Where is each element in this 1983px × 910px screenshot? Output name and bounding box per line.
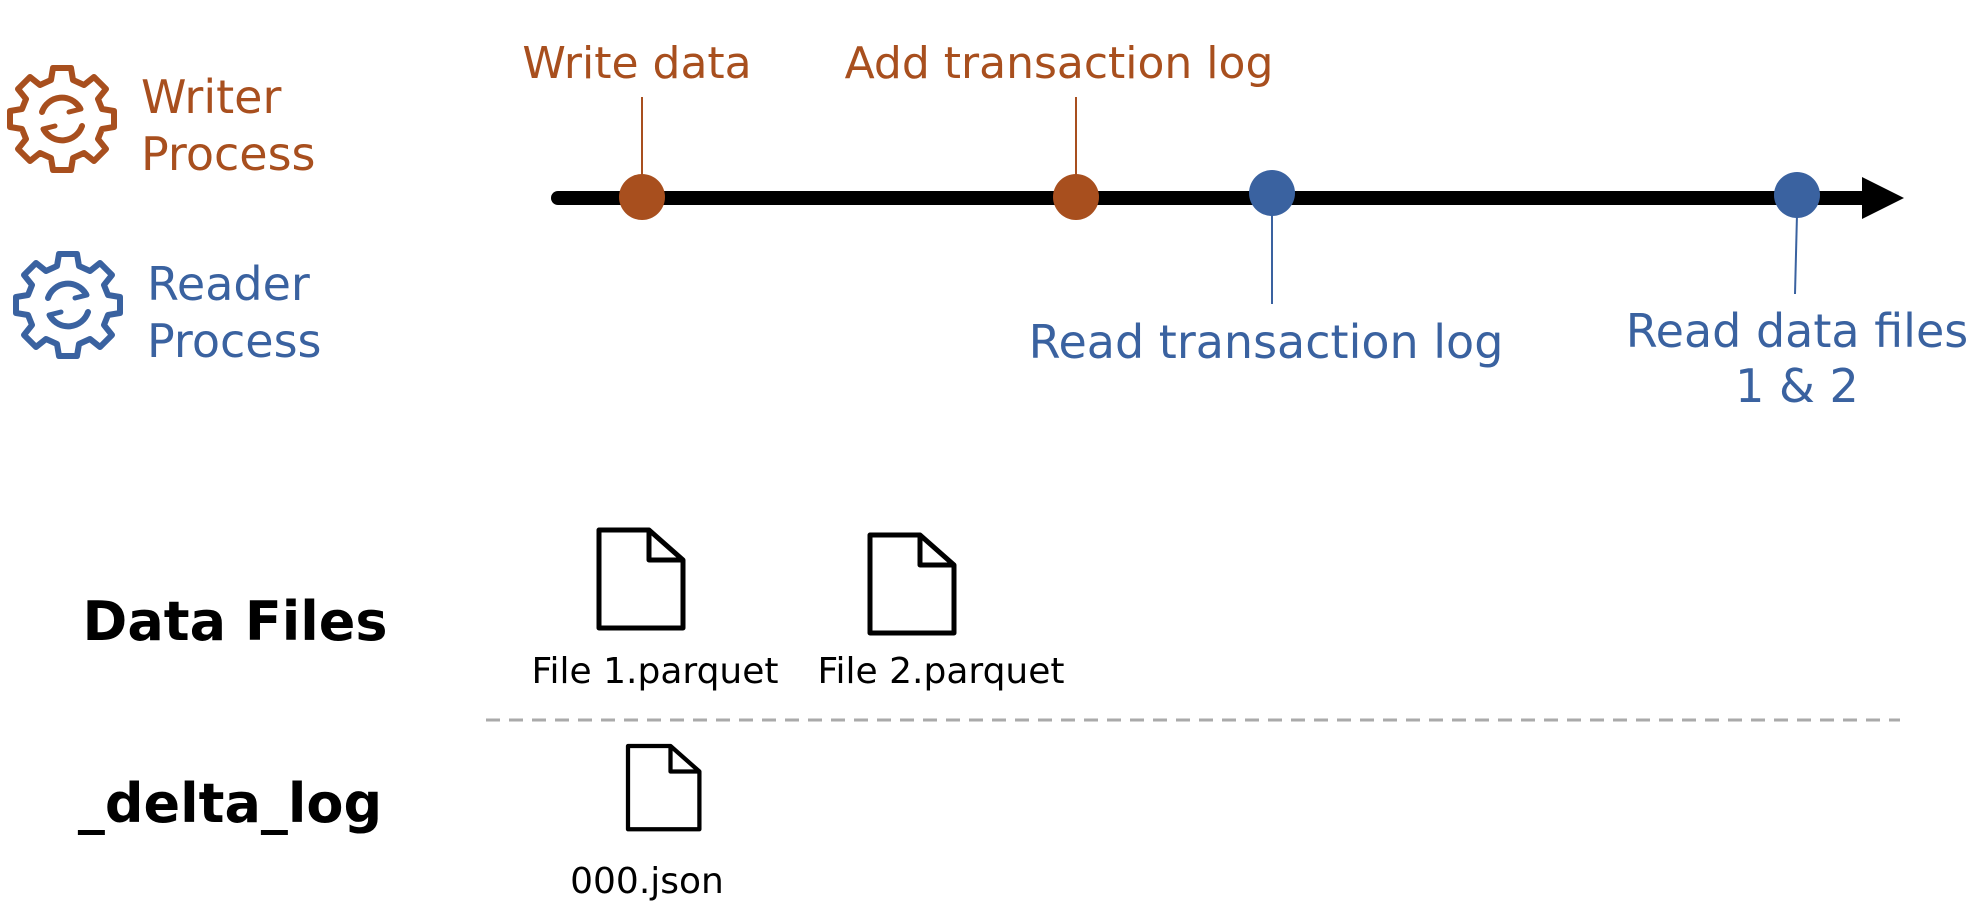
reader-gear-icon	[16, 254, 120, 356]
event-label: Write data	[522, 38, 751, 89]
reader-label-line1: Reader	[147, 257, 310, 311]
document-icon	[628, 746, 699, 829]
file-1: File 1.parquet	[531, 530, 779, 692]
data-files-heading: Data Files	[83, 590, 388, 653]
reader-label-line2: Process	[147, 314, 322, 368]
event-add-transaction-log: Add transaction log	[845, 38, 1274, 220]
writer-process-legend: Writer Process	[10, 68, 316, 181]
event-label-line1: Read data files	[1626, 304, 1968, 358]
event-write-data: Write data	[522, 38, 752, 220]
document-icon	[599, 530, 683, 628]
writer-label-line2: Process	[141, 127, 316, 181]
event-read-data-files: Read data files 1 & 2	[1626, 172, 1968, 413]
reader-process-legend: Reader Process	[16, 254, 322, 368]
log-file-000: 000.json	[570, 746, 724, 902]
event-marker	[1774, 172, 1820, 218]
writer-label-line1: Writer	[141, 70, 281, 124]
timeline-arrowhead	[1862, 177, 1904, 219]
event-marker	[1249, 170, 1295, 216]
document-icon	[870, 535, 954, 633]
delta-log-section: _delta_log 000.json	[78, 746, 724, 902]
event-marker	[1053, 174, 1099, 220]
data-files-section: Data Files File 1.parquet File 2.parquet	[83, 530, 1065, 692]
event-marker	[619, 174, 665, 220]
timeline: Write data Add transaction log Read tran…	[522, 38, 1968, 413]
writer-gear-icon	[10, 68, 114, 170]
event-label: Add transaction log	[845, 38, 1274, 89]
event-label-line2: 1 & 2	[1735, 359, 1859, 413]
file-name: File 2.parquet	[817, 651, 1064, 692]
event-label: Read transaction log	[1029, 315, 1504, 369]
event-read-transaction-log: Read transaction log	[1029, 170, 1504, 369]
file-2: File 2.parquet	[817, 535, 1065, 692]
delta-log-heading: _delta_log	[78, 772, 382, 835]
file-name: 000.json	[570, 861, 724, 902]
event-connector	[1794, 213, 1798, 295]
file-name: File 1.parquet	[531, 651, 778, 692]
